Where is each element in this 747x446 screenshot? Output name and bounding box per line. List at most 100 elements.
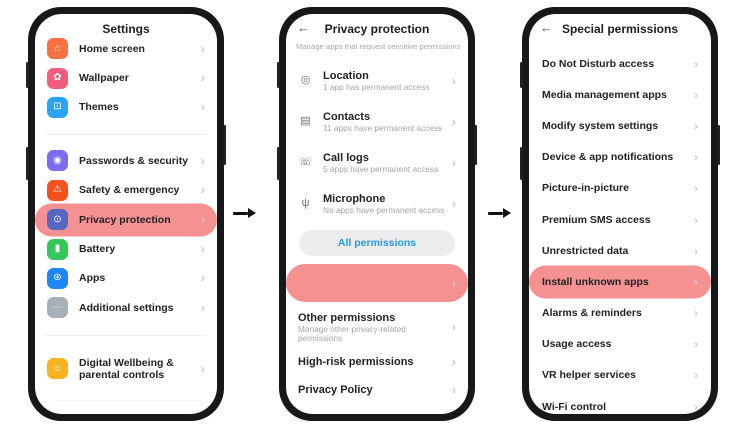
chevron-right-icon: › — [452, 73, 456, 88]
permission-label: Location — [323, 69, 369, 82]
section-subtitle: Monitor how apps use sensitive permissio… — [298, 279, 414, 299]
permission-item-location[interactable]: ◎ Location 1 app has permanent access › — [286, 60, 468, 101]
settings-item-safety-emergency[interactable]: ⚠ Safety & emergency › — [35, 176, 217, 205]
list-divider — [35, 122, 217, 146]
chevron-right-icon: › — [694, 399, 698, 414]
battery-icon: ▮ — [47, 238, 68, 260]
list-item-label: Alarms & reminders — [542, 307, 642, 320]
chevron-right-icon: › — [452, 114, 456, 129]
power-button — [474, 125, 477, 165]
chevron-right-icon: › — [694, 368, 698, 383]
chevron-right-icon: › — [201, 212, 205, 227]
page-title: Privacy protection — [324, 22, 430, 36]
chevron-right-icon: › — [201, 71, 205, 86]
permission-label: Call logs — [323, 151, 369, 164]
permission-sections-list: Special permissions Monitor how apps use… — [286, 264, 468, 404]
settings-item-apps[interactable]: ⊛ Apps › — [35, 264, 217, 293]
list-item-label: Wallpaper — [79, 72, 129, 85]
special-permission-item-alarms-reminders[interactable]: Alarms & reminders › — [529, 298, 711, 329]
special-permission-item-device-app-notifications[interactable]: Device & app notifications › — [529, 142, 711, 173]
list-divider — [35, 323, 217, 347]
volume-down-button — [26, 147, 29, 180]
digital-wellbeing-icon: ☺ — [47, 358, 68, 380]
special-permission-item-premium-sms-access[interactable]: Premium SMS access › — [529, 204, 711, 235]
call-logs-icon: ☏ — [298, 156, 313, 168]
special-permission-item-usage-access[interactable]: Usage access › — [529, 329, 711, 360]
list-item-label: Modify system settings — [542, 119, 659, 132]
chevron-right-icon: › — [452, 355, 456, 369]
privacy-protection-icon: ⊙ — [47, 209, 68, 231]
settings-item-passwords-security[interactable]: ◉ Passwords & security › — [35, 146, 217, 175]
volume-up-button — [520, 62, 523, 88]
list-item-label: Digital Wellbeing & parental controls — [79, 356, 174, 381]
chevron-right-icon: › — [201, 271, 205, 286]
settings-item-additional-settings[interactable]: ⋯ Additional settings › — [35, 293, 217, 322]
special-permissions-list: Do Not Disturb access › Media management… — [529, 48, 711, 414]
special-permission-item-wi-fi-control[interactable]: Wi-Fi control › — [529, 391, 711, 414]
permission-item-contacts[interactable]: ▤ Contacts 11 apps have permanent access… — [286, 101, 468, 142]
additional-settings-icon: ⋯ — [47, 297, 68, 319]
chevron-right-icon: › — [452, 155, 456, 170]
section-item-special-permissions[interactable]: Special permissions Monitor how apps use… — [286, 264, 468, 302]
settings-item-privacy-protection[interactable]: ⊙ Privacy protection › — [35, 205, 217, 234]
wallpaper-icon: ✿ — [47, 67, 68, 89]
special-permission-item-media-management-apps[interactable]: Media management apps › — [529, 79, 711, 110]
chevron-right-icon: › — [201, 100, 205, 115]
section-label: Other permissions — [298, 311, 396, 324]
back-arrow-icon[interactable]: ← — [297, 20, 310, 35]
volume-down-button — [520, 147, 523, 180]
special-permission-item-unrestricted-data[interactable]: Unrestricted data › — [529, 235, 711, 266]
all-permissions-button[interactable]: All permissions — [299, 230, 455, 256]
bottom-divider — [53, 400, 199, 401]
page-title: Special permissions — [561, 22, 679, 36]
settings-item-wallpaper[interactable]: ✿ Wallpaper › — [35, 63, 217, 92]
section-item-high-risk-permissions[interactable]: High-risk permissions › — [286, 348, 468, 376]
section-item-other-permissions[interactable]: Other permissions Manage other privacy-r… — [286, 310, 468, 344]
chevron-right-icon: › — [201, 153, 205, 168]
privacy-protection-screen: ← Privacy protection Manage apps that re… — [286, 14, 468, 414]
special-permission-item-modify-system-settings[interactable]: Modify system settings › — [529, 110, 711, 141]
permission-label: Contacts — [323, 110, 371, 123]
settings-item-themes[interactable]: ⊡ Themes › — [35, 93, 217, 122]
special-permission-item-install-unknown-apps[interactable]: Install unknown apps › — [529, 266, 711, 297]
phone-3: ← Special permissions Do Not Disturb acc… — [520, 7, 720, 421]
permission-item-microphone[interactable]: ψ Microphone No apps have permanent acce… — [286, 183, 468, 224]
chevron-right-icon: › — [201, 361, 205, 376]
phone-1: Settings ⌂ Home screen › ✿ Wallpaper › ⊡… — [26, 7, 226, 421]
volume-down-button — [277, 147, 280, 180]
settings-item-battery[interactable]: ▮ Battery › — [35, 234, 217, 263]
back-arrow-icon[interactable]: ← — [540, 20, 553, 35]
special-permission-item-picture-in-picture[interactable]: Picture-in-picture › — [529, 173, 711, 204]
chevron-right-icon: › — [452, 383, 456, 397]
chevron-right-icon: › — [201, 41, 205, 56]
section-label: High-risk permissions — [298, 356, 414, 368]
chevron-right-icon: › — [694, 337, 698, 352]
chevron-right-icon: › — [694, 118, 698, 133]
permissions-list: ◎ Location 1 app has permanent access › … — [286, 60, 468, 224]
flow-arrow-right-icon — [233, 212, 248, 215]
list-item-label: Media management apps — [542, 88, 667, 101]
chevron-right-icon: › — [694, 56, 698, 71]
permission-subtitle: 11 apps have permanent access — [323, 122, 443, 133]
settings-item-home-screen[interactable]: ⌂ Home screen › — [35, 34, 217, 63]
section-item-privacy-policy[interactable]: Privacy Policy › — [286, 376, 468, 404]
special-permission-item-vr-helper-services[interactable]: VR helper services › — [529, 360, 711, 391]
apps-icon: ⊛ — [47, 267, 68, 289]
settings-list: ⌂ Home screen › ✿ Wallpaper › ⊡ Themes ›… — [35, 34, 217, 391]
settings-item-digital-wellbeing-parental-controls[interactable]: ☺ Digital Wellbeing & parental controls … — [35, 347, 217, 391]
list-item-label: Apps — [79, 272, 106, 285]
chevron-right-icon: › — [201, 183, 205, 198]
chevron-right-icon: › — [201, 300, 205, 315]
chevron-right-icon: › — [694, 87, 698, 102]
list-item-label: Unrestricted data — [542, 244, 629, 257]
list-item-label: Install unknown apps — [542, 275, 649, 288]
phone-2: ← Privacy protection Manage apps that re… — [277, 7, 477, 421]
permission-item-call-logs[interactable]: ☏ Call logs 5 apps have permanent access… — [286, 142, 468, 183]
page-subtitle: Manage apps that request sensitive permi… — [296, 42, 461, 51]
special-permission-item-do-not-disturb-access[interactable]: Do Not Disturb access › — [529, 48, 711, 79]
section-label: Special permissions — [298, 267, 405, 280]
chevron-right-icon: › — [201, 242, 205, 257]
list-item-label: Usage access — [542, 338, 612, 351]
list-item-label: Passwords & security — [79, 154, 189, 167]
permission-subtitle: 1 app has permanent access — [323, 81, 430, 92]
